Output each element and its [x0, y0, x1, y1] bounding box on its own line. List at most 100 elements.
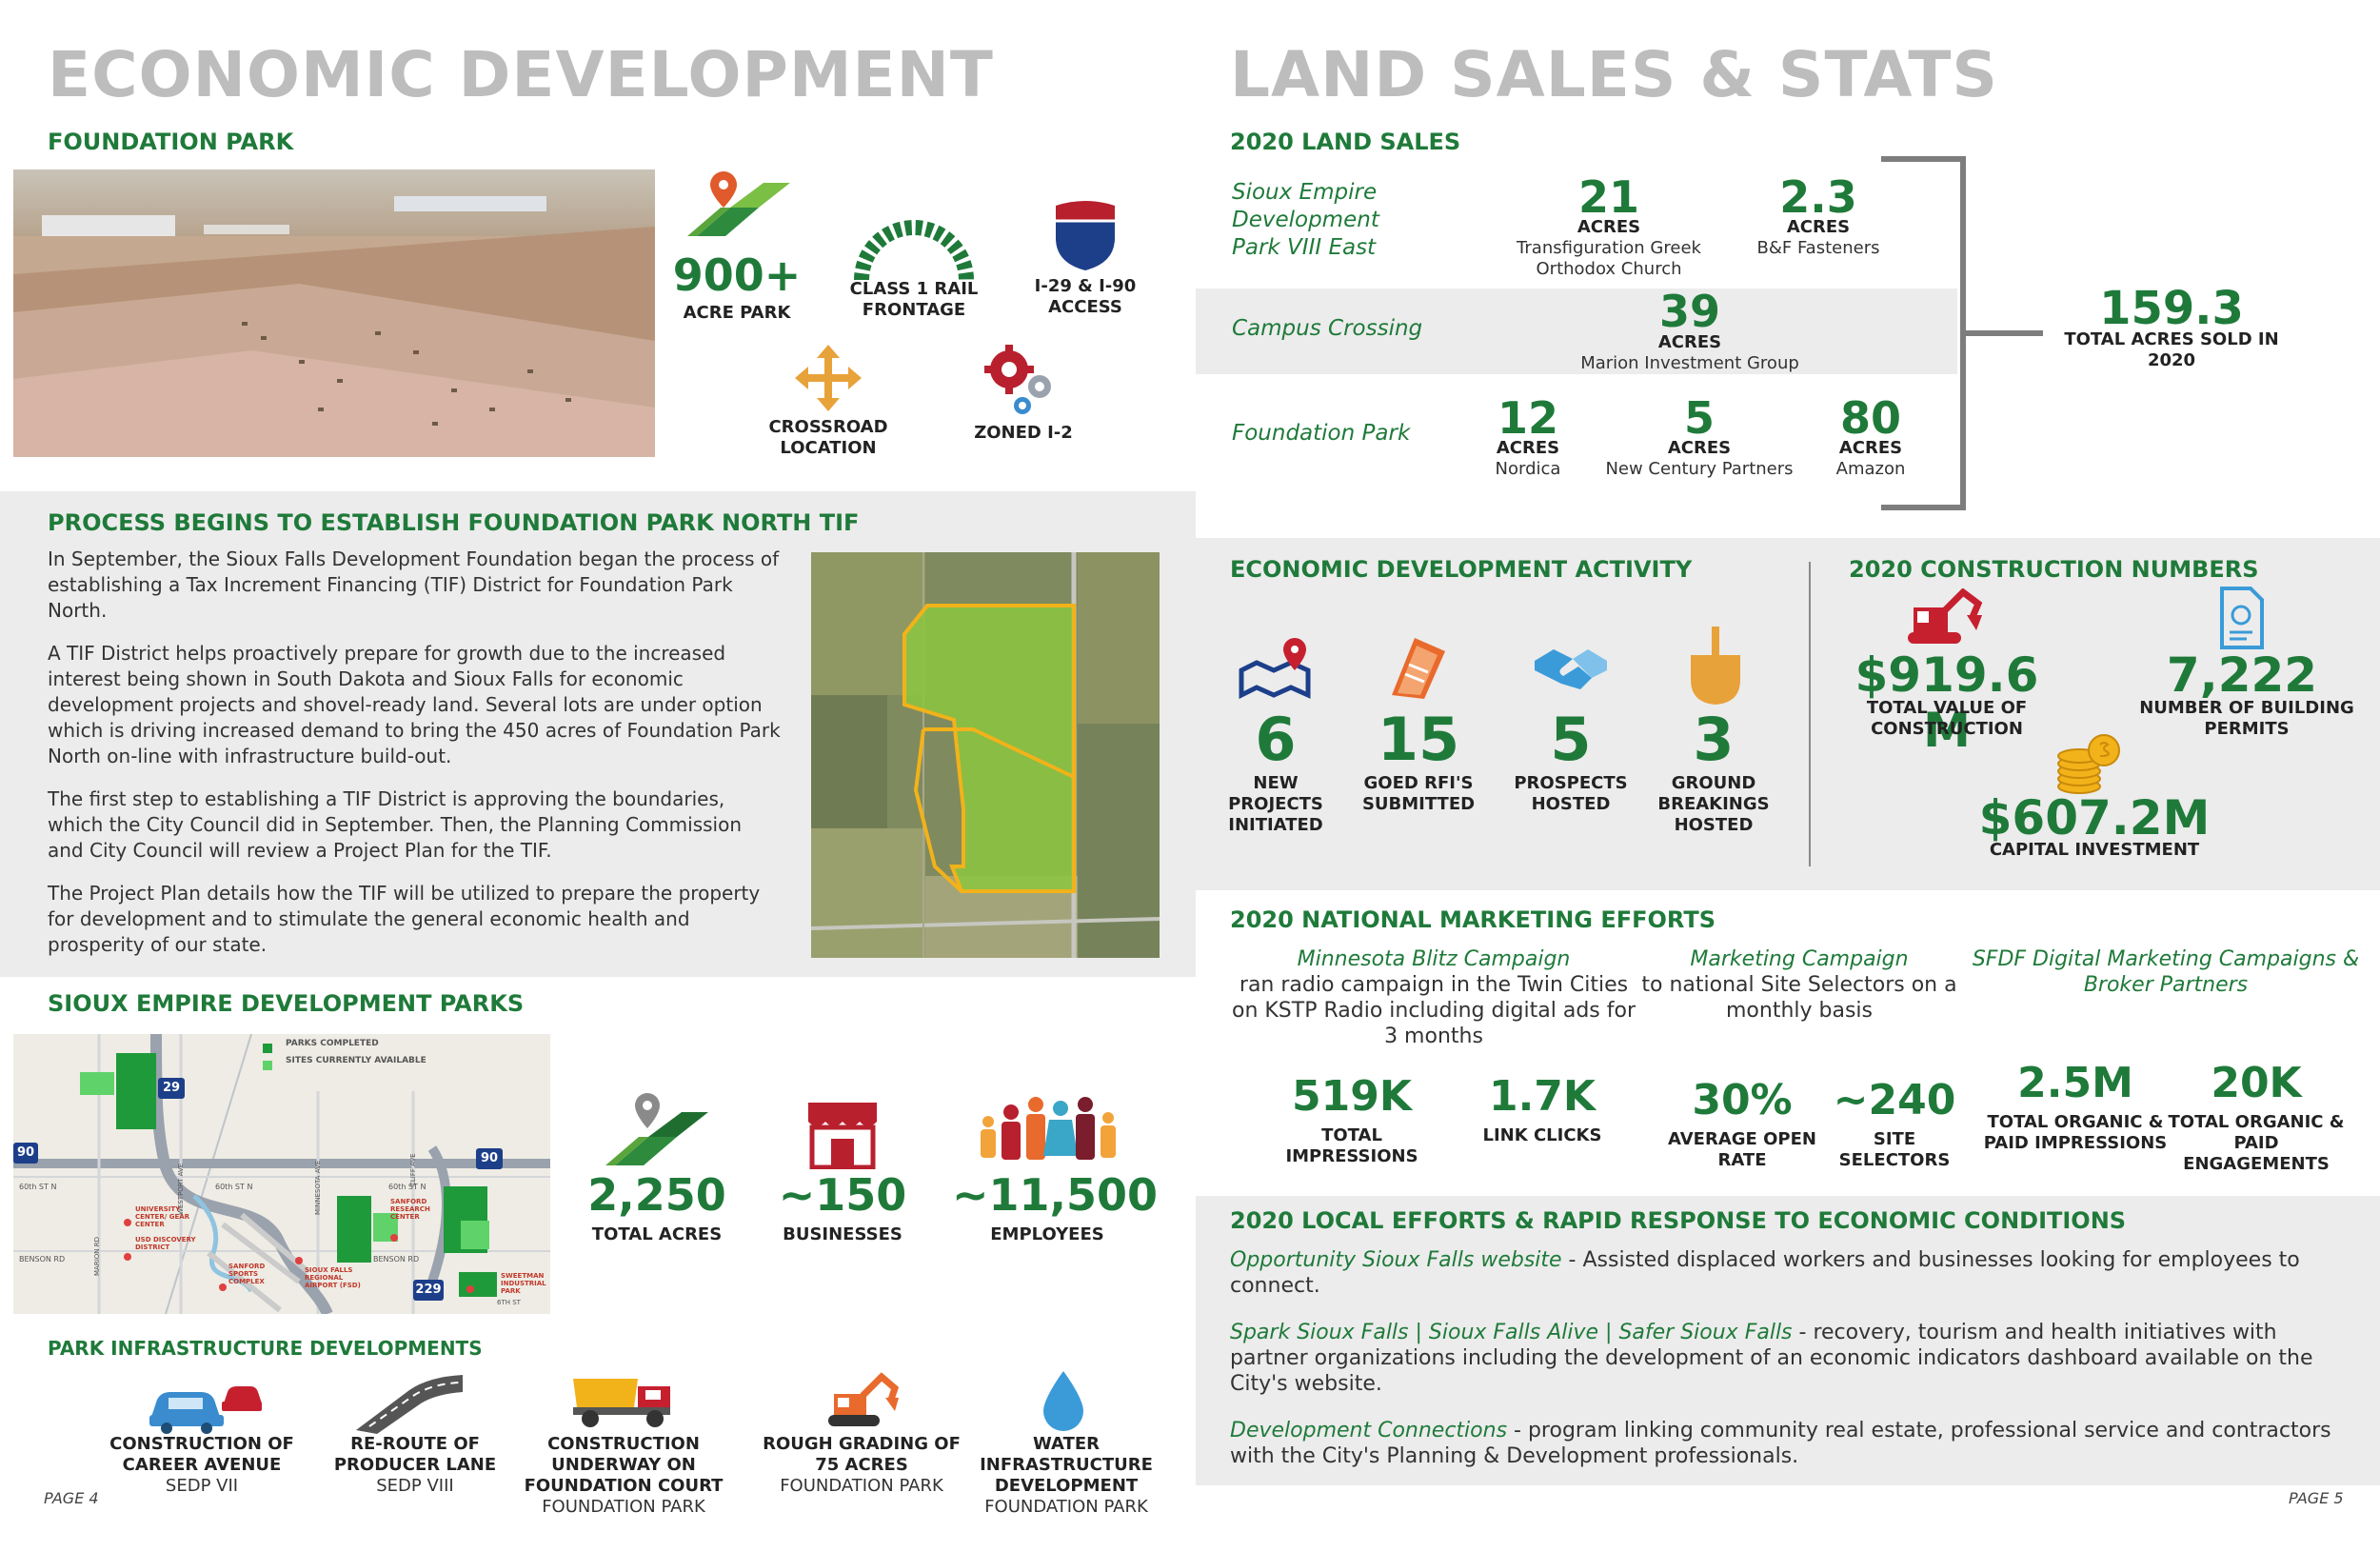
campaign-minnesota: Minnesota Blitz Campaign ran radio campa… [1224, 946, 1643, 1049]
road-icon [352, 1371, 466, 1434]
goed-rfis-value: 15 [1377, 705, 1460, 774]
map-label-sanford-sports: SANFORD SPORTS COMPLEX [228, 1263, 266, 1285]
tif-paragraph-1: In September, the Sioux Falls Developmen… [48, 547, 780, 622]
businesses-label: BUSINESSES [783, 1224, 902, 1244]
building-permits-value: 7,222 [2166, 647, 2318, 703]
employees-label: EMPLOYEES [990, 1224, 1104, 1244]
gears-icon [981, 343, 1061, 417]
infra-item-5-sub: FOUNDATION PARK [984, 1497, 1148, 1517]
map-label-university: UNIVERSITY CENTER/ GEAR CENTER [135, 1205, 190, 1228]
local-item-opportunity-text: - Assisted displaced workers and busines… [1230, 1248, 2300, 1298]
total-acres-label: TOTAL ACRES [591, 1224, 723, 1244]
land-sales-bracket [1881, 156, 2072, 510]
sale-5-unit: ACRES [1667, 438, 1732, 458]
foundation-park-heading: FOUNDATION PARK [48, 129, 294, 155]
land-row-2-park: Campus Crossing [1232, 316, 1423, 341]
infra-item-5-title: WATER INFRASTRUCTURE DEVELOPMENT [980, 1434, 1153, 1496]
employees-value: ~11,500 [952, 1169, 1159, 1221]
infra-item-1-sub: SEDP VII [165, 1476, 239, 1496]
acre-park-label: ACRE PARK [683, 303, 791, 323]
construction-total-value: $919.6 M [1854, 647, 2039, 758]
map-pin-icon [1238, 636, 1314, 699]
tif-paragraph-2: A TIF District helps proactively prepare… [48, 642, 781, 767]
legend-completed: PARKS COMPLETED [286, 1039, 379, 1048]
right-page-title: LAND SALES & STATS [1230, 38, 1998, 111]
map-label-airport: SIOUX FALLS REGIONAL AIRPORT (FSD) [305, 1266, 361, 1289]
map-label-benson-a: BENSON RD [19, 1255, 66, 1263]
rail-frontage-icon [852, 217, 976, 284]
total-acres-sold-value: 159.3 [2099, 282, 2244, 335]
goed-rfis-label: GOED RFI'S SUBMITTED [1361, 773, 1476, 814]
prospects-value: 5 [1550, 705, 1592, 774]
local-item-spark: Spark Sioux Falls | Sioux Falls Alive | … [1230, 1320, 2344, 1397]
local-item-opportunity: Opportunity Sioux Falls website - Assist… [1230, 1247, 2344, 1299]
marketing-heading: 2020 NATIONAL MARKETING EFFORTS [1230, 906, 1716, 933]
campaign-site-selectors-desc: to national Site Selectors on a monthly … [1641, 973, 1957, 1023]
total-acres-icon [605, 1093, 710, 1169]
link-clicks-label: LINK CLICKS [1482, 1125, 1602, 1145]
map-label-minnesota: MINNESOTA AVE [314, 1160, 322, 1215]
sale-21-buyer: Transfiguration Greek Orthodox Church [1517, 238, 1701, 279]
map-label-60th-b: 60th ST N [215, 1183, 253, 1191]
activity-heading: ECONOMIC DEVELOPMENT ACTIVITY [1230, 556, 1693, 583]
interstate-shield-icon [1052, 200, 1119, 272]
construction-heading: 2020 CONSTRUCTION NUMBERS [1849, 556, 2259, 583]
campaign-digital-name: SFDF Digital Marketing Campaigns & Broke… [1972, 947, 2360, 997]
campaign-minnesota-desc: ran radio campaign in the Twin Cities on… [1231, 973, 1636, 1048]
dump-truck-icon [571, 1371, 676, 1430]
sale-12-acres: 12 [1497, 392, 1558, 444]
acre-park-value: 900+ [672, 249, 802, 301]
local-efforts-heading: 2020 LOCAL EFFORTS & RAPID RESPONSE TO E… [1230, 1207, 2127, 1234]
businesses-value: ~150 [778, 1169, 907, 1221]
i29-shield: 29 [158, 1078, 185, 1099]
local-item-spark-lead: Spark Sioux Falls | Sioux Falls Alive | … [1230, 1321, 1793, 1344]
coin-stack-icon [2053, 733, 2129, 796]
tif-heading: PROCESS BEGINS TO ESTABLISH FOUNDATION P… [48, 509, 860, 536]
sale-80-acres: 80 [1839, 392, 1901, 444]
employees-people-icon [975, 1093, 1118, 1169]
sale-5-buyer: New Century Partners [1605, 459, 1794, 479]
page-number-left: PAGE 4 [44, 1489, 99, 1507]
i90-shield-west: 90 [13, 1143, 38, 1164]
prospects-label: PROSPECTS HOSTED [1514, 773, 1628, 814]
site-selectors-value: ~240 [1833, 1076, 1956, 1124]
tif-paragraph-3: The first step to establishing a TIF Dis… [48, 787, 743, 862]
sale-2-3-unit: ACRES [1786, 217, 1851, 237]
sale-39-buyer: Marion Investment Group [1580, 353, 1799, 373]
excavator-red-icon [1906, 588, 1982, 647]
new-projects-value: 6 [1255, 705, 1297, 774]
local-efforts-list: Opportunity Sioux Falls website - Assist… [1230, 1247, 2344, 1469]
organic-impressions-value: 2.5M [2017, 1059, 2133, 1107]
impressions-label: TOTAL IMPRESSIONS [1285, 1125, 1418, 1166]
sale-2-3-acres: 2.3 [1779, 171, 1857, 223]
capital-investment-label: CAPITAL INVESTMENT [1989, 840, 2200, 860]
i229-shield: 229 [413, 1280, 444, 1301]
map-label-60th-a: 60th ST N [19, 1183, 57, 1191]
tif-body: In September, the Sioux Falls Developmen… [48, 547, 781, 975]
campaign-site-selectors: Marketing Campaign to national Site Sele… [1637, 946, 1961, 1024]
local-item-connections: Development Connections - program linkin… [1230, 1418, 2344, 1469]
permit-document-icon [2218, 587, 2264, 649]
map-label-cliff: CLIFF AVE [409, 1153, 417, 1186]
groundbreakings-label: GROUND BREAKINGS HOSTED [1657, 773, 1770, 835]
organic-impressions-label: TOTAL ORGANIC & PAID IMPRESSIONS [1983, 1112, 2168, 1153]
infrastructure-heading: PARK INFRASTRUCTURE DEVELOPMENTS [48, 1337, 483, 1360]
infra-item-3-title: CONSTRUCTION UNDERWAY ON FOUNDATION COUR… [524, 1434, 724, 1496]
local-item-connections-lead: Development Connections [1230, 1419, 1508, 1443]
local-item-connections-text: - program linking community real estate,… [1230, 1419, 2331, 1468]
infra-item-2-title: RE-ROUTE OF PRODUCER LANE [333, 1434, 497, 1475]
page-number-right: PAGE 5 [2289, 1489, 2344, 1507]
open-rate-label: AVERAGE OPEN RATE [1668, 1129, 1816, 1170]
capital-investment-value: $607.2M [1978, 790, 2211, 846]
sale-21-acres: 21 [1577, 171, 1639, 223]
building-permits-label: NUMBER OF BUILDING PERMITS [2139, 698, 2354, 739]
new-projects-label: NEW PROJECTS INITIATED [1228, 773, 1323, 835]
campaign-minnesota-name: Minnesota Blitz Campaign [1297, 947, 1571, 971]
sale-80-buyer: Amazon [1835, 459, 1906, 479]
map-label-60th-c: 60th ST N [388, 1183, 426, 1191]
activity-divider [1809, 562, 1811, 866]
local-item-opportunity-lead[interactable]: Opportunity Sioux Falls website [1230, 1248, 1562, 1272]
sale-80-unit: ACRES [1838, 438, 1903, 458]
crossroad-arrows-icon [795, 345, 862, 411]
map-label-6th: 6TH ST [497, 1299, 521, 1306]
